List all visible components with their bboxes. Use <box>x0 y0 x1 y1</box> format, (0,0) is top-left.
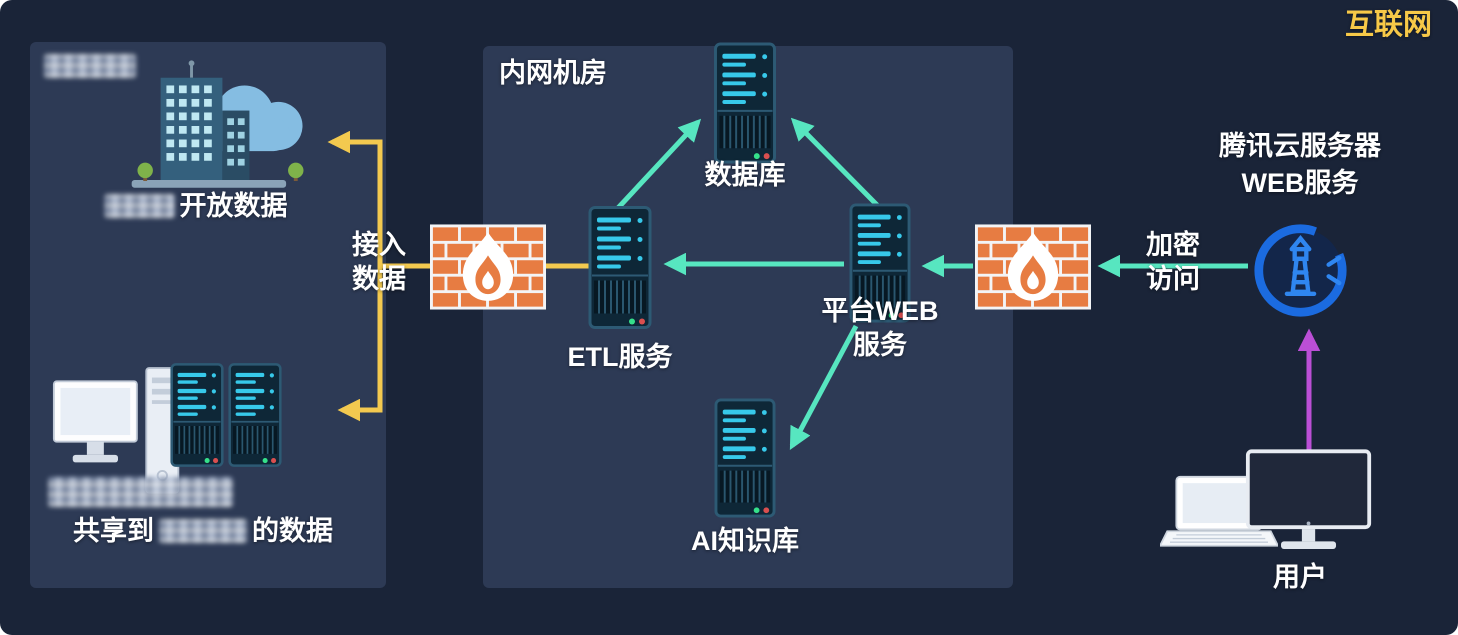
user-label: 用户 <box>1273 562 1327 592</box>
internet-label: 互联网 <box>1344 9 1432 41</box>
intranet-title: 内网机房 <box>499 58 607 88</box>
web-service-label: 平台WEB 服务 <box>821 296 939 360</box>
shared-data-suffix: 的数据 <box>252 516 333 546</box>
redacted-text <box>48 477 233 507</box>
etl-server-icon <box>588 205 652 330</box>
server-pair-icon-2 <box>228 356 282 474</box>
firewall-left-icon <box>430 224 546 310</box>
shared-data-prefix: 共享到 <box>73 516 154 546</box>
tencent-cloud-label: 腾讯云服务器 WEB服务 <box>1219 131 1381 198</box>
ingest-data-label: 接入 数据 <box>352 230 406 294</box>
intranet-arrows <box>616 117 1248 450</box>
ai-server-icon <box>713 398 777 518</box>
redacted-text <box>159 519 247 543</box>
server-pair-icon-1 <box>170 356 224 474</box>
etl-label: ETL服务 <box>567 342 673 372</box>
monitor-icon <box>1245 448 1373 558</box>
open-data-text: 开放数据 <box>179 191 288 221</box>
database-label: 数据库 <box>704 160 786 190</box>
firewall-right-icon <box>975 224 1091 310</box>
shared-data-label: 共享到 的数据 <box>73 514 333 548</box>
redacted-text <box>104 194 175 218</box>
open-data-label: 开放数据 <box>104 189 288 223</box>
redacted-text <box>44 54 136 78</box>
tencent-cloud-icon <box>1252 222 1349 319</box>
ai-knowledge-label: AI知识库 <box>691 526 799 556</box>
database-server-icon <box>713 42 777 164</box>
building-cloud-icon <box>95 58 317 194</box>
encrypted-access-label: 加密 访问 <box>1146 230 1200 294</box>
